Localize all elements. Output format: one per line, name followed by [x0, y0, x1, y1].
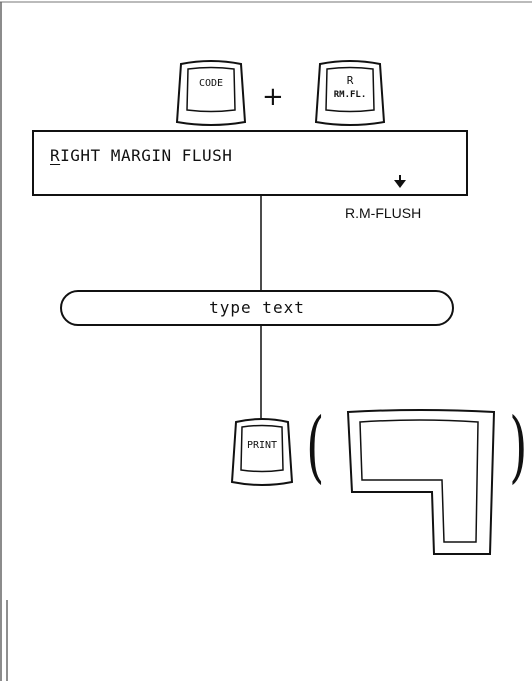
code-key-shape — [175, 60, 247, 126]
display-text-rest: IGHT MARGIN FLUSH — [60, 146, 233, 165]
print-key-label: PRINT — [246, 440, 278, 451]
plus-sign: + — [262, 82, 284, 112]
display-text: RIGHT MARGIN FLUSH — [50, 146, 232, 165]
open-paren: ( — [306, 402, 325, 492]
type-text-step: type text — [60, 290, 454, 326]
code-key: CODE — [175, 60, 247, 128]
type-text-label: type text — [209, 298, 305, 317]
display-panel: RIGHT MARGIN FLUSH — [32, 130, 468, 196]
r-key-sub-label: RM.FL. — [333, 90, 367, 100]
marker-caption: R.M-FLUSH — [345, 205, 422, 221]
marker-arrow-icon — [394, 175, 406, 188]
close-paren: ) — [509, 402, 528, 492]
r-key-shape — [314, 60, 386, 126]
cursor-char: R — [50, 146, 61, 165]
code-key-label: CODE — [198, 78, 224, 89]
r-rmfl-key: R RM.FL. — [314, 60, 386, 128]
enter-key-icon — [346, 409, 496, 555]
print-key: PRINT — [230, 418, 294, 488]
print-key-shape — [230, 418, 294, 486]
r-key-main-label: R — [346, 74, 354, 87]
